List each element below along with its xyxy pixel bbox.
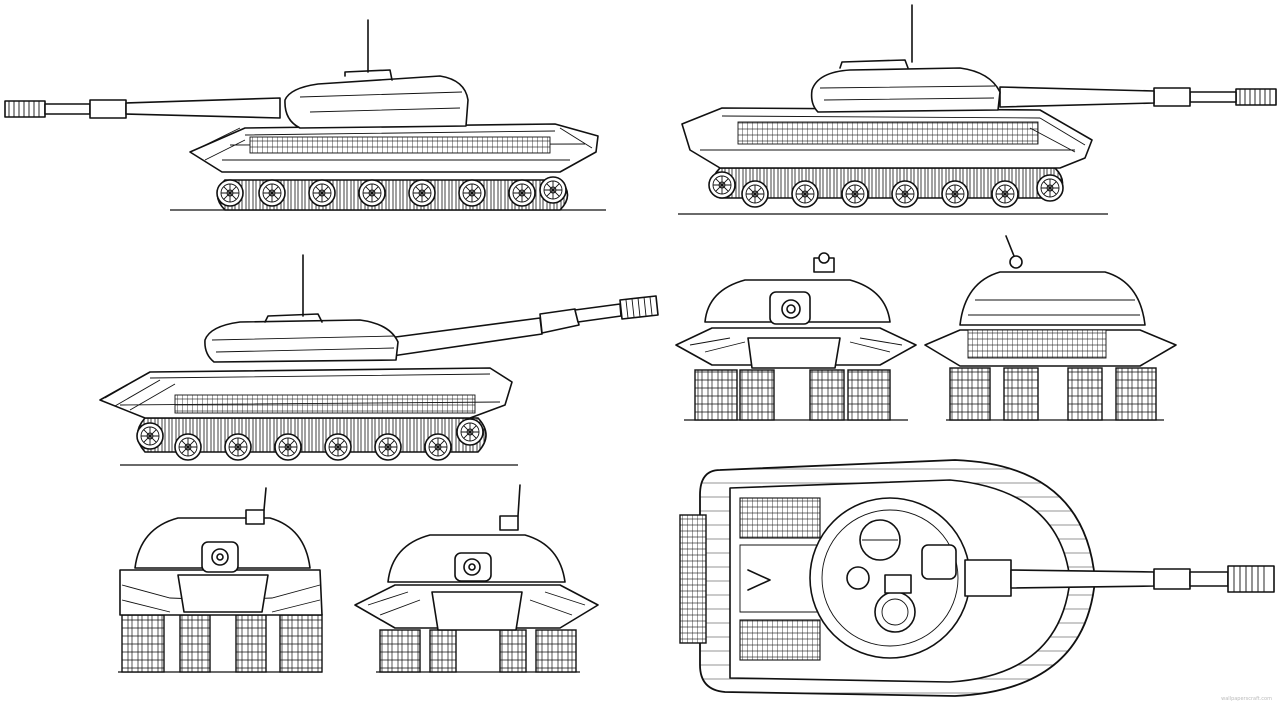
gun-mantlet xyxy=(201,541,239,573)
main-gun xyxy=(1010,565,1275,593)
side-view-gun-raised xyxy=(99,254,659,466)
turret xyxy=(810,67,1001,113)
hull-front xyxy=(747,337,841,369)
gun-mantlet xyxy=(964,559,1012,597)
track-right xyxy=(279,614,323,673)
side-view-right xyxy=(678,4,1277,215)
hull-front xyxy=(431,591,523,631)
engine-grille-upper xyxy=(739,497,821,539)
front-view-angled xyxy=(354,484,599,673)
front-view-lower xyxy=(118,487,323,673)
track-right xyxy=(1115,367,1157,421)
loader-hatch xyxy=(874,591,916,633)
track-right xyxy=(535,629,577,673)
track-left xyxy=(379,629,421,673)
track-left xyxy=(694,369,738,421)
gun-mantlet xyxy=(769,291,811,325)
main-gun xyxy=(999,86,1277,108)
track-left xyxy=(121,614,165,673)
rear-fuel-drums xyxy=(679,514,707,644)
engine-grille-lower xyxy=(739,619,821,661)
gun-mantlet xyxy=(454,552,492,582)
top-view xyxy=(679,459,1275,697)
side-view-left xyxy=(4,19,606,211)
turret xyxy=(284,75,469,129)
turret xyxy=(204,319,399,363)
rear-view-upper xyxy=(924,235,1177,421)
track-right xyxy=(847,369,891,421)
rear-radiator-grille xyxy=(967,329,1107,359)
turret xyxy=(959,271,1146,326)
main-gun xyxy=(4,97,281,119)
watermark: wallpaperscraft.com xyxy=(1221,696,1272,702)
front-view-upper xyxy=(675,252,917,421)
main-gun xyxy=(387,295,659,357)
track-left xyxy=(949,367,991,421)
hull-front xyxy=(177,574,269,613)
